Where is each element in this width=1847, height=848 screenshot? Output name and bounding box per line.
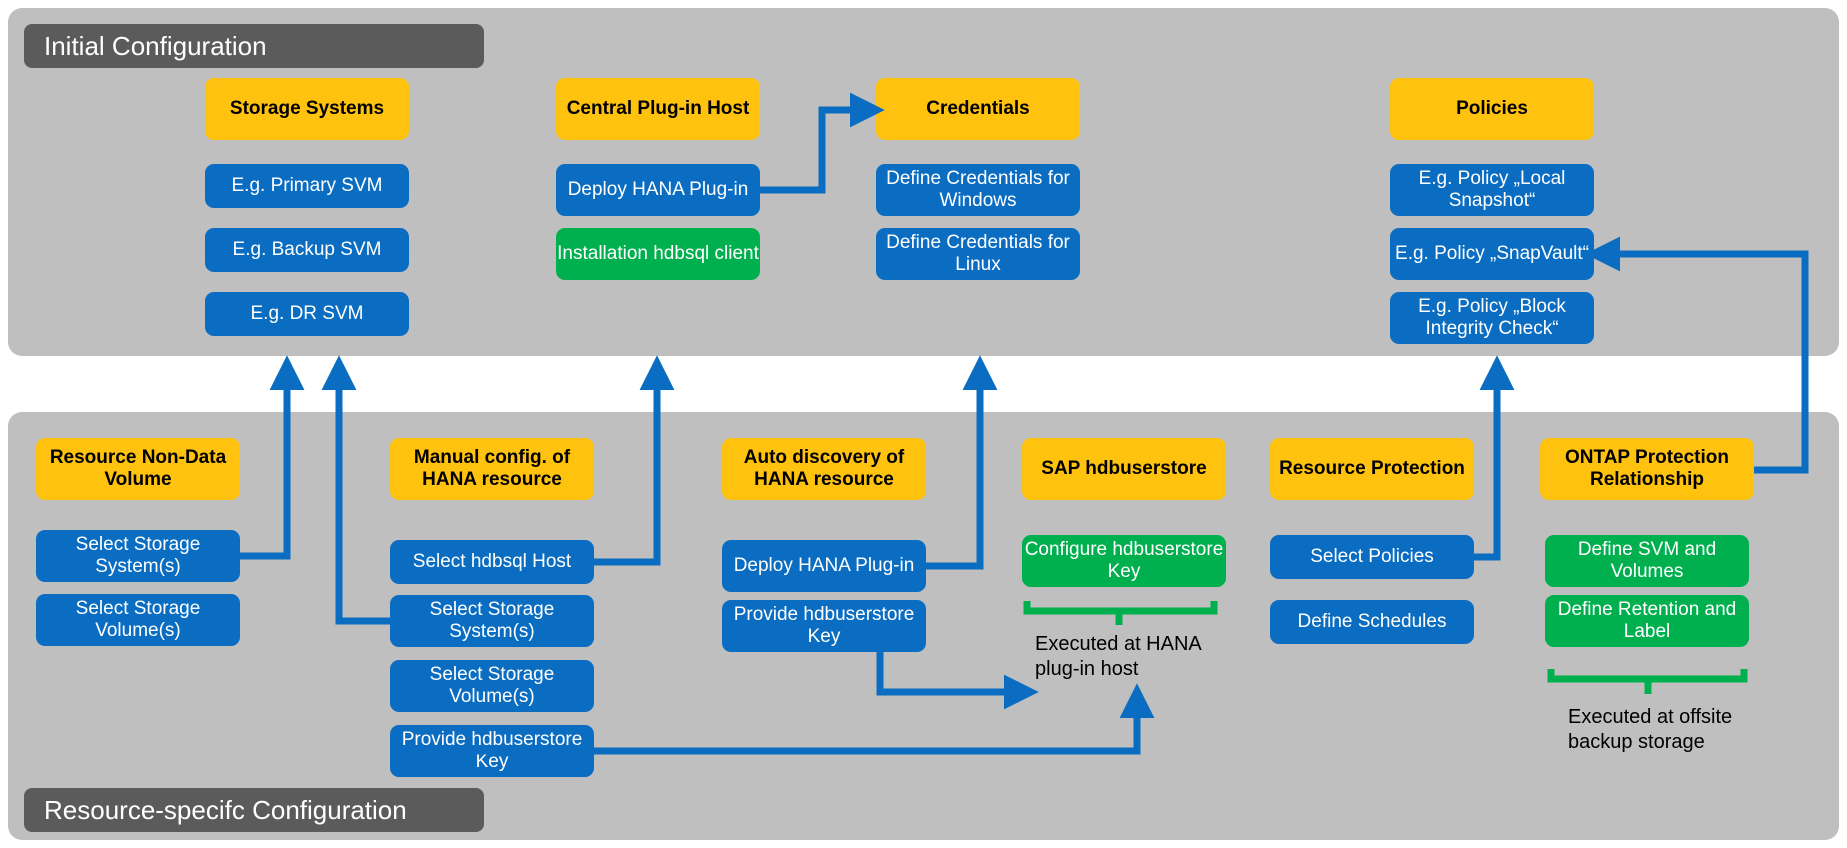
header-central-plugin-host: Central Plug-in Host: [556, 78, 760, 140]
resource-configuration-title: Resource-specifc Configuration: [24, 788, 484, 832]
item-ndv-select-storage-system[interactable]: Select Storage System(s): [36, 530, 240, 582]
item-manual-select-storage-system[interactable]: Select Storage System(s): [390, 595, 594, 647]
header-policies: Policies: [1390, 78, 1594, 140]
item-select-hdbsql-host[interactable]: Select hdbsql Host: [390, 540, 594, 584]
item-define-svm-and-volumes[interactable]: Define SVM and Volumes: [1545, 535, 1749, 587]
header-auto-discovery-hana: Auto discovery of HANA resource: [722, 438, 926, 500]
item-auto-deploy-hana-plugin[interactable]: Deploy HANA Plug-in: [722, 540, 926, 592]
header-storage-systems: Storage Systems: [205, 78, 409, 140]
header-resource-protection: Resource Protection: [1270, 438, 1474, 500]
item-dr-svm[interactable]: E.g. DR SVM: [205, 292, 409, 336]
item-ndv-select-storage-volume[interactable]: Select Storage Volume(s): [36, 594, 240, 646]
item-define-credentials-windows[interactable]: Define Credentials for Windows: [876, 164, 1080, 216]
item-deploy-hana-plugin[interactable]: Deploy HANA Plug-in: [556, 164, 760, 216]
item-backup-svm[interactable]: E.g. Backup SVM: [205, 228, 409, 272]
header-resource-non-data-volume: Resource Non-Data Volume: [36, 438, 240, 500]
item-installation-hdbsql-client[interactable]: Installation hdbsql client: [556, 228, 760, 280]
header-credentials: Credentials: [876, 78, 1080, 140]
item-primary-svm[interactable]: E.g. Primary SVM: [205, 164, 409, 208]
item-policy-snapvault[interactable]: E.g. Policy „SnapVault“: [1390, 228, 1594, 280]
caption-executed-at-offsite-backup-storage: Executed at offsite backup storage: [1568, 706, 1733, 753]
header-sap-hdbuserstore: SAP hdbuserstore: [1022, 438, 1226, 500]
item-auto-provide-hdbuserstore-key[interactable]: Provide hdbuserstore Key: [722, 600, 926, 652]
item-define-retention-and-label[interactable]: Define Retention and Label: [1545, 595, 1749, 647]
initial-configuration-title: Initial Configuration: [24, 24, 484, 68]
header-ontap-protection-relationship: ONTAP Protection Relationship: [1540, 438, 1754, 500]
item-define-credentials-linux[interactable]: Define Credentials for Linux: [876, 228, 1080, 280]
item-define-schedules[interactable]: Define Schedules: [1270, 600, 1474, 644]
header-manual-config-hana: Manual config. of HANA resource: [390, 438, 594, 500]
item-select-policies[interactable]: Select Policies: [1270, 535, 1474, 579]
item-policy-block-integrity-check[interactable]: E.g. Policy „Block Integrity Check“: [1390, 292, 1594, 344]
item-manual-provide-hdbuserstore-key[interactable]: Provide hdbuserstore Key: [390, 725, 594, 777]
item-manual-select-storage-volume[interactable]: Select Storage Volume(s): [390, 660, 594, 712]
item-policy-local-snapshot[interactable]: E.g. Policy „Local Snapshot“: [1390, 164, 1594, 216]
caption-executed-at-hana-plugin-host: Executed at HANA plug-in host: [1035, 633, 1201, 680]
item-configure-hdbuserstore-key[interactable]: Configure hdbuserstore Key: [1022, 535, 1226, 587]
